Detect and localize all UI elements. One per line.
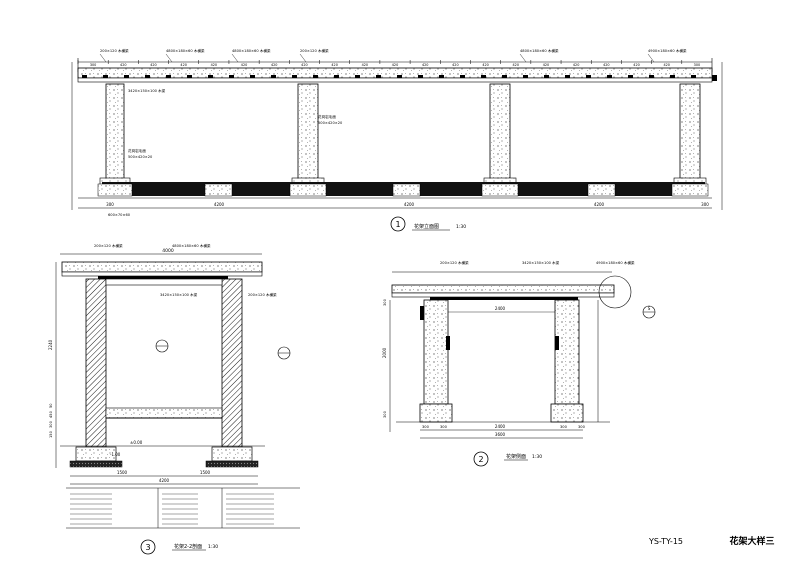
section-bottom-dim-2: 1500: [200, 470, 211, 475]
section-notes-table: [66, 487, 300, 529]
post-2: [297, 83, 319, 183]
side-bottom-dim: 300: [560, 425, 568, 429]
view-2-scale: 1:30: [532, 454, 542, 460]
joist-spacing-label: 420: [301, 63, 307, 67]
joist-spacing-label: 300: [90, 63, 96, 67]
view-2-title: 2 花架侧面 1:30: [473, 451, 542, 467]
post-note: 500×420×20: [318, 121, 343, 125]
view-2-name: 花架侧面: [506, 453, 526, 460]
beam-callout: 4900×180×60 木横梁: [648, 48, 687, 53]
side-callouts: 200×120 木横梁 3420×150×100 木梁 4900×180×60 木横…: [383, 260, 635, 429]
elevation-bottom-dim: 300: [701, 202, 709, 207]
section-height-dim: 300: [49, 420, 53, 428]
beam-callout: 4800×180×60 木横梁: [166, 48, 205, 53]
side-callout: 3420×150×100 木梁: [522, 260, 560, 265]
view-1-name: 花架立面图: [414, 223, 439, 230]
side-bottom-dim: 300: [440, 425, 448, 429]
view-3-title: 3 花架2-2剖面 1:30: [140, 539, 218, 555]
base-note: 600×70×60: [108, 213, 131, 217]
joist-spacing-label: 420: [422, 63, 428, 67]
side-inner-width: 2400: [495, 306, 506, 311]
sheet-code: YS-TY-15: [648, 537, 683, 546]
section-height-dim: 2240: [48, 339, 53, 350]
side-height-dim: 300: [383, 410, 387, 418]
side-callout: 4900×180×60 木横梁: [596, 260, 635, 265]
joist-spacing-label: 420: [603, 63, 609, 67]
side-height-dim: 300: [383, 298, 387, 306]
footings: [97, 183, 709, 197]
section-callouts: 200×120 木横梁 4800×180×60 木横梁 3420×150×100 木…: [49, 243, 277, 438]
level-ground: ±0.00: [130, 440, 143, 445]
section-bottom-total: 4200: [159, 478, 170, 483]
view-2-number: 2: [478, 455, 483, 464]
section-view: 4000 ±0.00 -1.00 2240 1500 1500 4200: [48, 243, 291, 485]
beam-callout: 4800×180×60 木横梁: [232, 48, 271, 53]
section-callout: 4800×180×60 木横梁: [172, 243, 211, 248]
beam-callout: 200×120 木横梁: [300, 48, 329, 53]
view-1-scale: 1:30: [456, 224, 466, 230]
section-callout: 3420×150×100 木梁: [160, 292, 198, 297]
post-1: [105, 83, 125, 183]
joist-spacing-label: 420: [452, 63, 458, 67]
posts: [99, 83, 707, 187]
section-callout: 200×120 木横梁: [248, 292, 277, 297]
view-3-number: 3: [145, 543, 150, 552]
joist-spacing-label: 420: [150, 63, 156, 67]
view-3-scale: 1:30: [208, 544, 218, 550]
joist-spacing-label: 420: [271, 63, 277, 67]
joist-spacing-label: 420: [180, 63, 186, 67]
view-3-name: 花架2-2剖面: [174, 543, 202, 550]
side-bottom-inner: 2400: [495, 424, 506, 429]
joist-spacing-label: 420: [120, 63, 126, 67]
sheet-title: 花架大样三: [729, 535, 774, 547]
beam-callout: 4800×180×60 木横梁: [520, 48, 559, 53]
side-section-mark: S: [648, 306, 651, 311]
side-bottom-dim: 300: [578, 425, 586, 429]
joist-spacing-label: 300: [694, 63, 700, 67]
side-height-dim: 2000: [382, 347, 387, 358]
joist-spacing-label: 420: [573, 63, 579, 67]
joist-spacing-label: 420: [392, 63, 398, 67]
side-callout: 200×120 木横梁: [440, 260, 469, 265]
section-height-dim: 450: [49, 410, 53, 418]
post-note: 500×420×20: [128, 155, 153, 159]
side-view: 2400 2000 2400 3600 S 200×120 木横梁 3420×15…: [382, 260, 656, 439]
beam-callouts: 300 4200 4200 4200 300 200×120 木横梁 4800×180×60…: [99, 48, 709, 217]
elevation-view: 300 420 420 420 420 420 420 420 420 420 420 420 420 4…: [71, 48, 723, 217]
side-bottom-dim: 300: [422, 425, 430, 429]
view-1-number: 1: [395, 220, 400, 229]
joist-spacing-label: 420: [543, 63, 549, 67]
post-note: 花岗岩毛面: [128, 148, 146, 153]
joist-spacing-label: 420: [331, 63, 337, 67]
joist-spacing-label: 420: [482, 63, 488, 67]
section-callout: 200×120 木横梁: [94, 243, 123, 248]
joist-spacing-label: 420: [513, 63, 519, 67]
beam-callout: 200×120 木横梁: [100, 48, 129, 53]
elevation-bottom-dim: 4200: [404, 202, 415, 207]
joist-spacing-label: 420: [633, 63, 639, 67]
section-height-dim: 150: [49, 430, 53, 438]
post-note: 花岗岩毛面: [318, 114, 336, 119]
joist-spacing-label: 420: [241, 63, 247, 67]
elevation-bottom-dim: 300: [106, 202, 114, 207]
post-4: [679, 83, 701, 183]
view-1-title: 1 花架立面图 1:30: [390, 216, 466, 232]
post-3: [489, 83, 511, 183]
post-note: 3420×150×100 木梁: [128, 88, 166, 93]
section-bottom-dim-1: 1500: [117, 470, 128, 475]
section-height-dim: 50: [49, 403, 53, 408]
joist-spacing-ticks: 300 420 420 420 420 420 420 420 420 420 420 420 420 4…: [77, 60, 700, 67]
elevation-bottom-dim: 4200: [214, 202, 225, 207]
level-base: -1.00: [110, 452, 121, 457]
joist-spacing-label: 420: [663, 63, 669, 67]
elevation-bottom-dim: 4200: [594, 202, 605, 207]
joist-spacing-label: 420: [362, 63, 368, 67]
joist-spacing-label: 420: [211, 63, 217, 67]
side-overall-width: 3600: [495, 432, 506, 437]
section-top-dim: 4000: [162, 248, 174, 254]
